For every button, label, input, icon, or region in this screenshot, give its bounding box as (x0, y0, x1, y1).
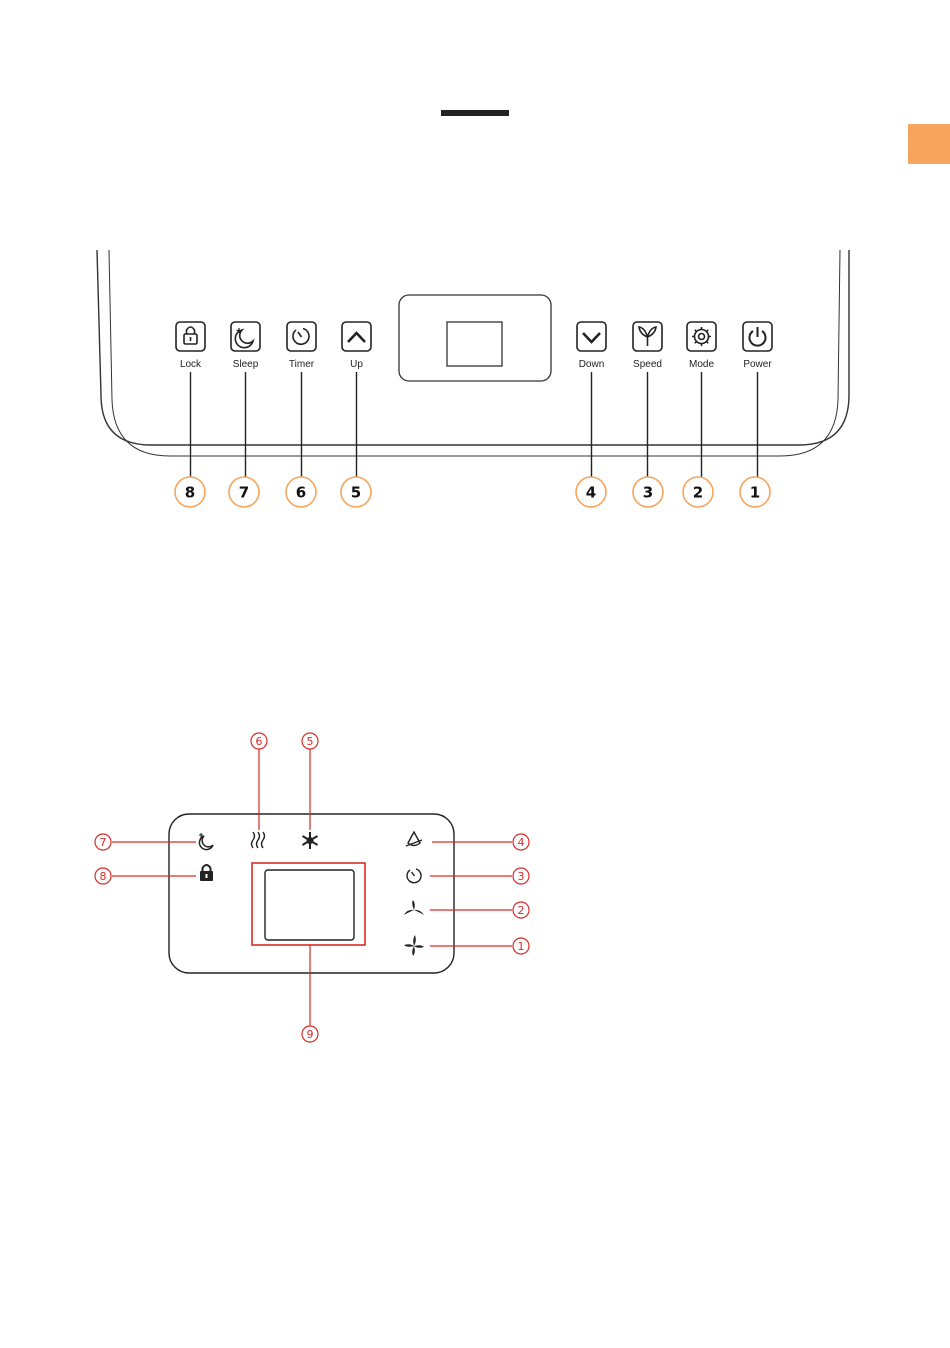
svg-text:3: 3 (643, 484, 653, 502)
display-callout-lines (112, 749, 512, 1026)
callout-number-7: 7 (229, 477, 259, 507)
indicator-number-9: 9 (302, 1026, 318, 1042)
svg-text:8: 8 (100, 870, 107, 883)
svg-text:6: 6 (256, 735, 263, 748)
timer-icon (293, 329, 309, 345)
svg-text:2: 2 (518, 904, 525, 917)
control-panel-outline (97, 250, 849, 456)
svg-text:4: 4 (518, 836, 525, 849)
control-callout-lines (191, 372, 758, 477)
up-label: Up (350, 359, 363, 370)
svg-text:2: 2 (693, 484, 703, 502)
indicator-number-2: 2 (513, 902, 529, 918)
svg-text:1: 1 (518, 940, 525, 953)
power-label: Power (743, 359, 772, 370)
dehumidify-drop-icon (406, 832, 422, 846)
indicator-number-5: 5 (302, 733, 318, 749)
indicator-number-1: 1 (513, 938, 529, 954)
sleep-label: Sleep (233, 359, 259, 370)
fan-high-icon (404, 935, 424, 956)
digital-display (265, 870, 354, 940)
timer-label: Timer (289, 359, 315, 370)
chevron-down-icon (583, 333, 600, 342)
fan-speed-icon (639, 327, 656, 346)
section-tab (908, 124, 950, 164)
snowflake-icon (303, 832, 318, 849)
callout-number-8: 8 (175, 477, 205, 507)
svg-text:1: 1 (750, 484, 760, 502)
speed-label: Speed (633, 359, 662, 370)
indicator-number-7: 7 (95, 834, 111, 850)
mode-button[interactable]: Mode (687, 322, 716, 370)
callout-number-3: 3 (633, 477, 663, 507)
sleep-moon-icon (199, 833, 213, 850)
lock-label: Lock (180, 359, 202, 370)
callout-number-5: 5 (341, 477, 371, 507)
svg-text:4: 4 (586, 484, 596, 502)
callout-number-6: 6 (286, 477, 316, 507)
callout-number-1: 1 (740, 477, 770, 507)
sleep-moon-icon (235, 328, 253, 348)
svg-text:7: 7 (100, 836, 107, 849)
power-button[interactable]: Power (743, 322, 772, 370)
indicator-number-4: 4 (513, 834, 529, 850)
svg-text:5: 5 (351, 484, 361, 502)
svg-text:9: 9 (307, 1028, 314, 1041)
digital-display-highlight (252, 863, 365, 945)
callout-number-4: 4 (576, 477, 606, 507)
lock-button[interactable]: Lock (176, 322, 205, 370)
lock-icon (184, 327, 197, 344)
chevron-up-icon (348, 333, 365, 342)
heat-waves-icon (252, 832, 265, 848)
down-button[interactable]: Down (577, 322, 606, 370)
svg-text:3: 3 (518, 870, 525, 883)
control-panel-display (399, 295, 551, 381)
lock-icon (200, 865, 213, 881)
callout-number-2: 2 (683, 477, 713, 507)
mode-icon (692, 327, 711, 346)
up-button[interactable]: Up (342, 322, 371, 370)
mode-label: Mode (689, 359, 714, 370)
power-icon (749, 327, 765, 346)
indicator-number-3: 3 (513, 868, 529, 884)
down-label: Down (579, 359, 605, 370)
indicator-number-8: 8 (95, 868, 111, 884)
svg-text:5: 5 (307, 735, 314, 748)
sleep-button[interactable]: Sleep (231, 322, 260, 370)
svg-text:8: 8 (185, 484, 195, 502)
svg-text:7: 7 (239, 484, 249, 502)
fan-low-icon (404, 900, 424, 915)
svg-text:6: 6 (296, 484, 306, 502)
speed-button[interactable]: Speed (633, 322, 662, 370)
timer-button[interactable]: Timer (287, 322, 316, 370)
timer-icon (407, 869, 421, 883)
title-bar (441, 110, 509, 116)
indicator-number-6: 6 (251, 733, 267, 749)
